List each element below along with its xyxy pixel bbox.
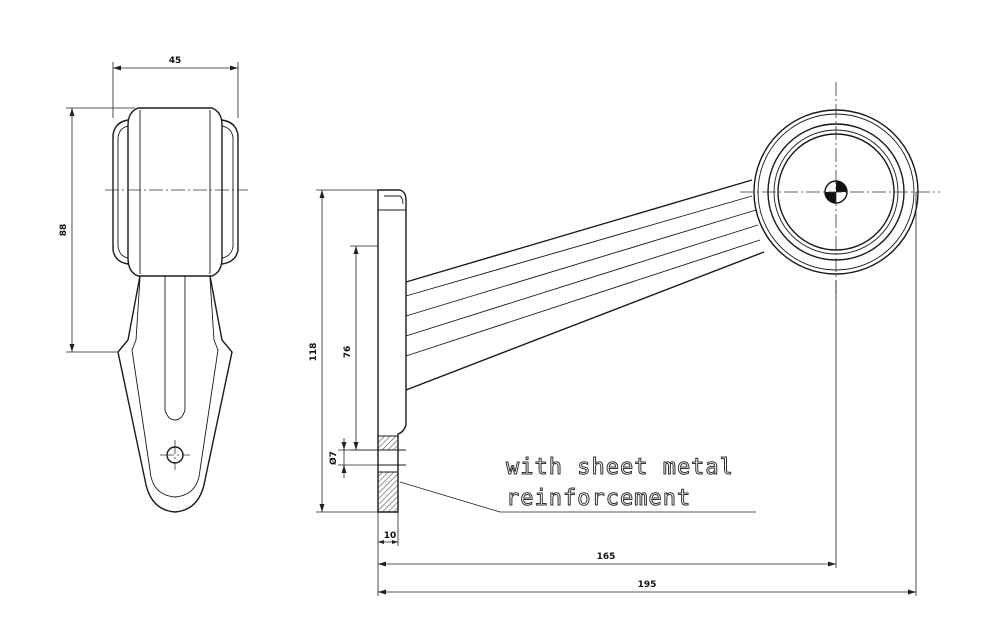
- dim-88-label: 88: [59, 224, 69, 237]
- note-line-1: with sheet metal: [506, 455, 734, 480]
- dim-45-label: 45: [169, 56, 182, 66]
- front-view: 45 88: [59, 56, 248, 513]
- dim-195-label: 195: [638, 580, 657, 590]
- reinforcement-note: with sheet metal reinforcement: [399, 455, 756, 513]
- dim-76-label: 76: [343, 346, 353, 359]
- dim-118-label: 118: [309, 343, 319, 362]
- dim-7-label: Ø7: [328, 451, 339, 465]
- note-line-2: reinforcement: [506, 486, 691, 511]
- dim-165-label: 165: [597, 552, 616, 562]
- dim-10-label: 10: [384, 531, 397, 541]
- side-view: 118 76 Ø7 10 165 195: [309, 82, 940, 596]
